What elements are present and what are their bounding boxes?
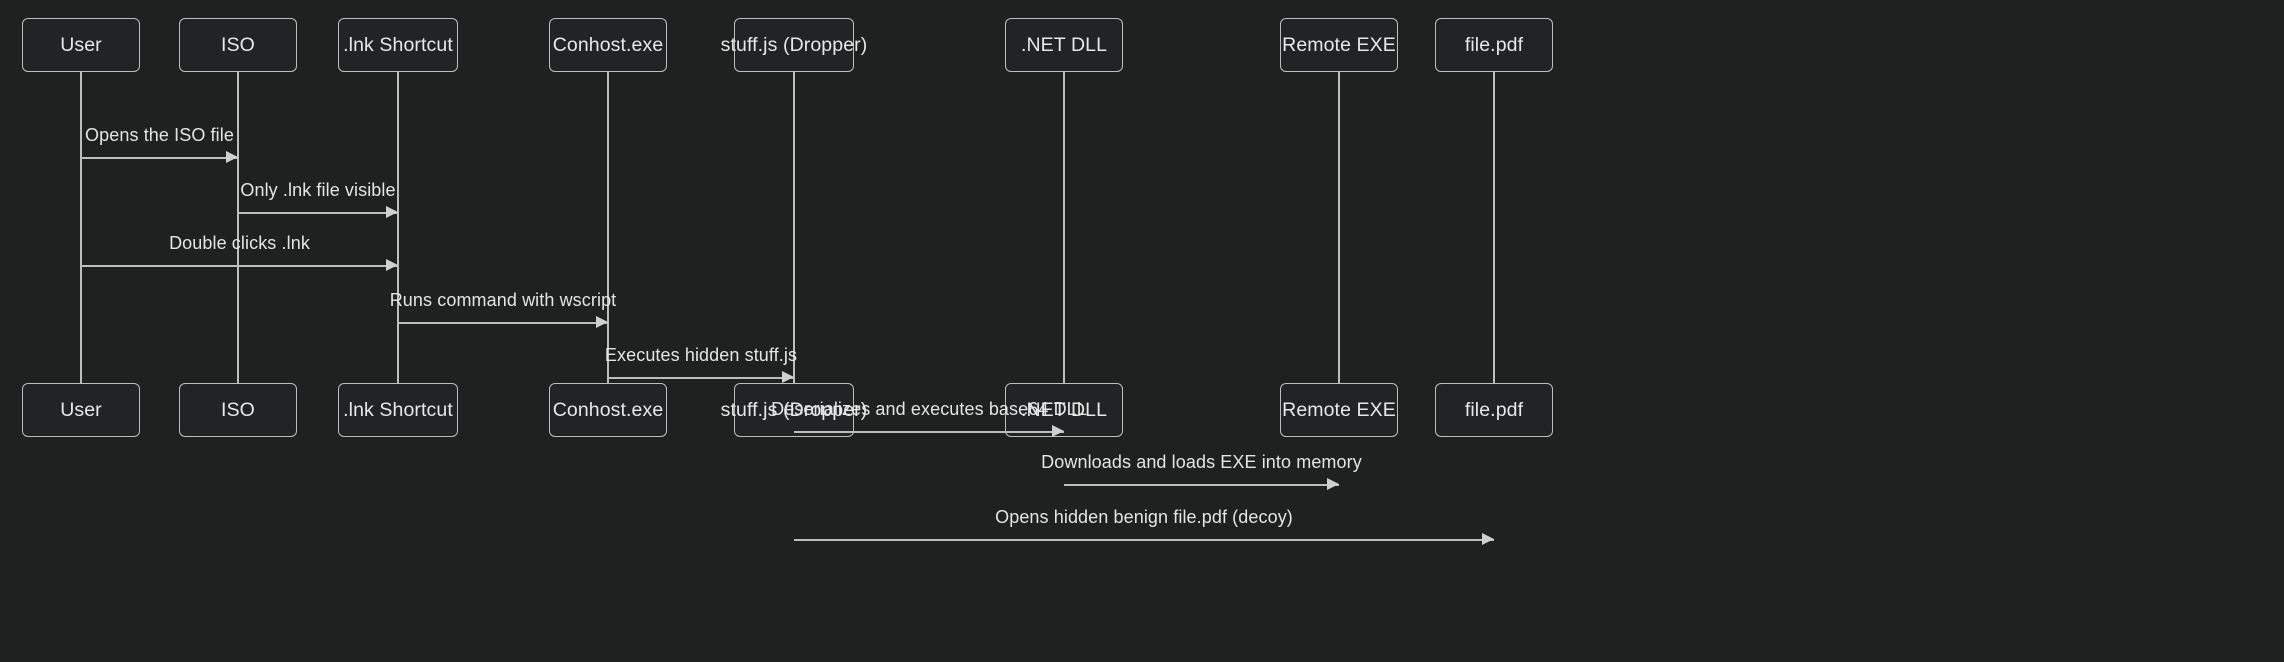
message-line-3 bbox=[81, 265, 398, 267]
message-arrowhead-8 bbox=[1482, 533, 1494, 546]
message-label-1: Opens the ISO file bbox=[85, 125, 234, 145]
message-line-2 bbox=[238, 212, 398, 214]
participant-label-remoteexe: Remote EXE bbox=[1282, 398, 1396, 421]
participant-box-top-iso[interactable]: ISO bbox=[179, 18, 297, 72]
participant-box-bottom-user[interactable]: User bbox=[22, 383, 140, 437]
message-arrowhead-4 bbox=[596, 316, 608, 329]
participant-label-stuffjs: stuff.js (Dropper) bbox=[720, 33, 868, 56]
message-label-7: Downloads and loads EXE into memory bbox=[1041, 452, 1362, 472]
lifeline-netdll bbox=[1063, 72, 1065, 383]
message-line-6 bbox=[794, 431, 1064, 433]
message-label-2: Only .lnk file visible bbox=[240, 180, 396, 200]
participant-box-bottom-lnk[interactable]: .lnk Shortcut bbox=[338, 383, 458, 437]
message-arrowhead-3 bbox=[386, 259, 398, 272]
message-arrowhead-5 bbox=[782, 371, 794, 384]
participant-box-top-filepdf[interactable]: file.pdf bbox=[1435, 18, 1553, 72]
participant-label-user: User bbox=[60, 33, 102, 56]
message-line-8 bbox=[794, 539, 1494, 541]
participant-label-conhost: Conhost.exe bbox=[552, 398, 664, 421]
participant-label-remoteexe: Remote EXE bbox=[1282, 33, 1396, 56]
participant-label-user: User bbox=[60, 398, 102, 421]
participant-box-bottom-stuffjs[interactable]: stuff.js (Dropper) bbox=[721, 383, 867, 437]
participant-box-top-netdll[interactable]: .NET DLL bbox=[1005, 18, 1123, 72]
lifeline-lnk bbox=[397, 72, 399, 383]
participant-box-top-lnk[interactable]: .lnk Shortcut bbox=[338, 18, 458, 72]
lifeline-stuffjs bbox=[793, 72, 795, 383]
message-label-4: Runs command with wscript bbox=[389, 290, 617, 310]
participant-label-lnk: .lnk Shortcut bbox=[343, 33, 453, 56]
participant-label-lnk: .lnk Shortcut bbox=[343, 398, 453, 421]
participant-label-conhost: Conhost.exe bbox=[552, 33, 664, 56]
participant-label-netdll: .NET DLL bbox=[1020, 398, 1108, 421]
participant-label-filepdf: file.pdf bbox=[1464, 33, 1524, 56]
message-label-5: Executes hidden stuff.js bbox=[604, 345, 798, 365]
participant-box-bottom-remoteexe[interactable]: Remote EXE bbox=[1280, 383, 1398, 437]
lifeline-remoteexe bbox=[1338, 72, 1340, 383]
participant-label-filepdf: file.pdf bbox=[1464, 398, 1524, 421]
message-arrowhead-7 bbox=[1327, 478, 1339, 491]
lifeline-user bbox=[80, 72, 82, 383]
participant-box-bottom-filepdf[interactable]: file.pdf bbox=[1435, 383, 1553, 437]
message-line-5 bbox=[608, 377, 794, 379]
lifeline-iso bbox=[237, 72, 239, 383]
message-label-8: Opens hidden benign file.pdf (decoy) bbox=[995, 507, 1293, 527]
participant-label-iso: ISO bbox=[221, 398, 255, 421]
participant-box-bottom-iso[interactable]: ISO bbox=[179, 383, 297, 437]
participant-box-bottom-netdll[interactable]: .NET DLL bbox=[1005, 383, 1123, 437]
participant-box-bottom-conhost[interactable]: Conhost.exe bbox=[549, 383, 667, 437]
message-line-4 bbox=[398, 322, 608, 324]
participant-box-top-remoteexe[interactable]: Remote EXE bbox=[1280, 18, 1398, 72]
message-label-3: Double clicks .lnk bbox=[169, 233, 310, 253]
participant-label-stuffjs: stuff.js (Dropper) bbox=[720, 398, 868, 421]
message-line-7 bbox=[1064, 484, 1339, 486]
message-arrowhead-2 bbox=[386, 206, 398, 219]
participant-label-iso: ISO bbox=[221, 33, 255, 56]
message-arrowhead-1 bbox=[226, 151, 238, 164]
lifeline-conhost bbox=[607, 72, 609, 383]
participant-box-top-stuffjs[interactable]: stuff.js (Dropper) bbox=[721, 18, 867, 72]
participant-label-netdll: .NET DLL bbox=[1020, 33, 1108, 56]
message-arrowhead-6 bbox=[1052, 425, 1064, 438]
participant-box-top-user[interactable]: User bbox=[22, 18, 140, 72]
message-label-6: Deserializes and executes base64 DLL bbox=[771, 399, 1087, 419]
message-line-1 bbox=[81, 157, 238, 159]
participant-box-top-conhost[interactable]: Conhost.exe bbox=[549, 18, 667, 72]
lifeline-filepdf bbox=[1493, 72, 1495, 383]
